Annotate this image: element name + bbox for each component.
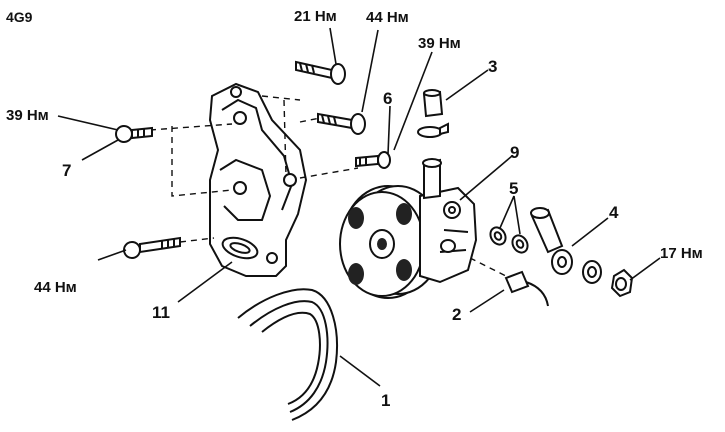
leader-lines <box>57 27 661 387</box>
engine-code: 4G9 <box>6 9 33 25</box>
label-part-2: 2 <box>452 305 461 324</box>
torque-44nm-left: 44 Нм <box>34 279 77 296</box>
label-part-6: 6 <box>383 89 392 108</box>
label-part-9: 9 <box>510 143 519 162</box>
hose-clamp <box>417 122 449 138</box>
pump-bracket <box>208 82 308 277</box>
bolt-44nm-top <box>317 112 366 135</box>
drive-belt <box>237 288 338 421</box>
label-part-4: 4 <box>609 203 619 222</box>
label-part-3: 3 <box>488 57 497 76</box>
o-rings <box>489 226 529 254</box>
label-part-1: 1 <box>381 391 390 410</box>
washer <box>582 260 602 284</box>
label-part-11: 11 <box>152 303 170 322</box>
torque-17nm: 17 Нм <box>660 245 703 262</box>
pump-body <box>419 158 478 284</box>
label-part-5: 5 <box>509 179 518 198</box>
alignment-lines <box>149 95 511 279</box>
pressure-switch <box>504 270 549 307</box>
bolt-44nm-left <box>123 236 181 259</box>
bolt-21nm <box>295 60 346 85</box>
nut-17nm <box>610 268 634 298</box>
torque-39nm-top: 39 Нм <box>418 35 461 52</box>
torque-labels: 21 Нм 44 Нм 39 Нм 39 Нм 44 Нм 17 Нм <box>6 8 703 296</box>
torque-39nm-left: 39 Нм <box>6 107 49 124</box>
bolt-39nm-part7 <box>115 125 153 143</box>
torque-44nm-top: 44 Нм <box>366 9 409 26</box>
label-part-7: 7 <box>62 161 71 180</box>
bolt-39nm-part6 <box>355 151 391 169</box>
union-fitting <box>530 207 573 275</box>
part-labels: 1 2 3 4 5 6 7 9 11 <box>62 57 619 410</box>
torque-21nm: 21 Нм <box>294 8 337 25</box>
hose-part3 <box>422 89 444 118</box>
